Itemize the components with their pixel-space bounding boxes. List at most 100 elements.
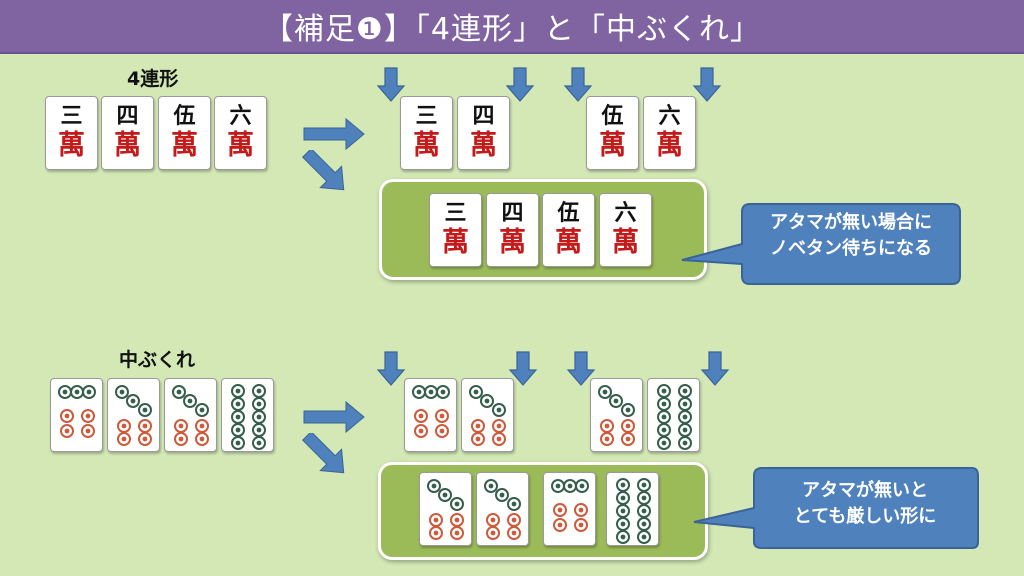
down-arrow-icon: [700, 351, 730, 386]
pin-circle: [450, 526, 464, 540]
down-arrow-icon: [508, 351, 538, 386]
pin-circle: [616, 504, 630, 518]
pin-circle: [438, 488, 452, 502]
pin-circle: [616, 530, 630, 544]
pin-circle: [429, 513, 443, 527]
tile-number: 三: [444, 200, 467, 226]
man-tile: 伍 萬: [158, 96, 211, 170]
pin-circle: [117, 432, 131, 446]
tile-suit: 萬: [470, 130, 497, 161]
pin-circle: [231, 436, 245, 450]
pin-circle: [252, 384, 266, 398]
tile-number: 四: [116, 103, 139, 129]
man-tile: 六 萬: [214, 96, 267, 170]
pin-circle: [657, 436, 671, 450]
pin-circle: [600, 419, 614, 433]
pin-circle: [138, 432, 152, 446]
section2-callout-text: アタマが無いと とても厳しい形に: [754, 478, 976, 530]
pin-circle: [553, 503, 567, 517]
pin-tile: [404, 378, 457, 452]
pin-circle: [81, 409, 95, 423]
pin-circle: [138, 403, 152, 417]
pin-tile: [476, 472, 529, 546]
pin-circles-icon: [484, 479, 521, 540]
pin-tile: [221, 378, 274, 452]
pin-circle: [414, 409, 428, 423]
diagonal-arrow-icon: [301, 433, 345, 474]
tile-suit: 萬: [58, 130, 85, 161]
man-tile: 伍 萬: [586, 96, 639, 170]
pin-circle: [435, 424, 449, 438]
tile-suit: 萬: [612, 227, 639, 258]
pin-circles-icon: [469, 385, 506, 446]
pin-circles-icon: [598, 385, 635, 446]
pin-circle: [637, 491, 651, 505]
pin-circle: [60, 424, 74, 438]
callout-line: ノベタン待ちになる: [770, 238, 932, 259]
pin-circle: [82, 385, 96, 399]
pin-tile: [590, 378, 643, 452]
pin-circle: [492, 432, 506, 446]
pin-circle: [252, 397, 266, 411]
man-tile: 四 萬: [101, 96, 154, 170]
pin-circle: [492, 403, 506, 417]
pin-circle: [414, 424, 428, 438]
pin-circles-icon: [58, 385, 96, 438]
pin-circle: [115, 385, 129, 399]
title-bar: 【補足❶】「4連形」と「中ぶくれ」: [0, 0, 1024, 54]
down-arrow-icon: [692, 67, 722, 102]
pin-circle: [70, 385, 84, 399]
pin-circle: [126, 394, 140, 408]
tile-suit: 萬: [555, 227, 582, 258]
right-arrow-icon: [303, 400, 365, 434]
section2-callout-bubble: [693, 467, 979, 549]
man-tile: 三 萬: [429, 193, 482, 267]
tile-suit: 萬: [227, 130, 254, 161]
pin-circle: [678, 436, 692, 450]
pin-circle: [195, 432, 209, 446]
pin-circle: [621, 419, 635, 433]
tile-suit: 萬: [114, 130, 141, 161]
tile-number: 伍: [173, 103, 196, 129]
pin-circle: [507, 497, 521, 511]
pin-circle: [678, 384, 692, 398]
down-arrow-icon: [376, 351, 406, 386]
pin-circle: [231, 423, 245, 437]
pin-circle: [435, 409, 449, 423]
pin-circle: [231, 384, 245, 398]
pin-circle: [678, 423, 692, 437]
tile-number: 四: [472, 103, 495, 129]
pin-circle: [551, 479, 565, 493]
pin-circle: [609, 394, 623, 408]
pin-circle: [252, 423, 266, 437]
section2-label: 中ぶくれ: [119, 349, 196, 371]
pin-circles-icon: [172, 385, 209, 446]
pin-circle: [412, 385, 426, 399]
pin-circle: [174, 432, 188, 446]
pin-circle: [621, 432, 635, 446]
tile-number: 三: [415, 103, 438, 129]
pin-circle: [637, 504, 651, 518]
pin-circles-icon: [657, 384, 692, 450]
pin-circle: [429, 526, 443, 540]
pin-circle: [195, 403, 209, 417]
pin-tile: [164, 378, 217, 452]
pin-tile: [543, 472, 596, 546]
pin-circle: [495, 488, 509, 502]
pin-circle: [598, 385, 612, 399]
pin-circle: [657, 423, 671, 437]
pin-circle: [616, 517, 630, 531]
pin-circle: [436, 385, 450, 399]
pin-circles-icon: [551, 479, 589, 532]
pin-tile: [419, 472, 472, 546]
pin-circle: [657, 410, 671, 424]
page-title: 【補足❶】「4連形」と「中ぶくれ」: [263, 12, 761, 47]
pin-circle: [450, 497, 464, 511]
pin-circle: [117, 419, 131, 433]
pin-circle: [424, 385, 438, 399]
pin-circle: [427, 479, 441, 493]
tile-number: 伍: [557, 200, 580, 226]
pin-circle: [450, 513, 464, 527]
pin-circles-icon: [115, 385, 152, 446]
pin-circle: [471, 432, 485, 446]
